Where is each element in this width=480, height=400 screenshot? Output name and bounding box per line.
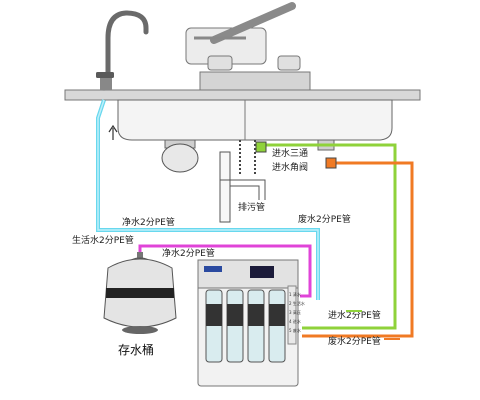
pure-water-pipe-top-label: 净水2分PE管 bbox=[122, 216, 175, 228]
sink-icon bbox=[64, 89, 421, 141]
up-arrow-icon bbox=[108, 124, 118, 140]
storage-tank-label: 存水桶 bbox=[118, 342, 154, 357]
inlet-tee-valve bbox=[255, 141, 267, 153]
inlet-water-pipe-label: 进水2分PE管 bbox=[328, 309, 381, 321]
ro-purifier-icon bbox=[197, 259, 299, 387]
pure-water-pipe-mid-label: 净水2分PE管 bbox=[162, 247, 215, 259]
inlet-tee-label: 进水三通 bbox=[272, 147, 308, 159]
storage-tank-icon bbox=[103, 252, 177, 334]
port-label: 2 生活水 bbox=[289, 300, 305, 306]
waste-water-pipe-bottom-label: 废水2分PE管 bbox=[328, 335, 381, 347]
port-label: 3 高压 bbox=[289, 309, 301, 315]
waste-water-pipe-top-label: 废水2分PE管 bbox=[298, 213, 351, 225]
domestic-water-pipe-label: 生活水2分PE管 bbox=[72, 234, 134, 246]
drain-assembly bbox=[161, 139, 335, 223]
domestic-water-pipe bbox=[138, 244, 312, 298]
pure-water-pipe bbox=[96, 99, 320, 300]
port-label: 5 废水 bbox=[289, 327, 301, 333]
kitchen-faucet-icon bbox=[185, 2, 311, 91]
pure-water-faucet-icon bbox=[96, 10, 149, 91]
port-label: 1 清水 bbox=[289, 291, 301, 297]
port-label: 4 进水 bbox=[289, 318, 301, 324]
inlet-angle-valve-label: 进水角阀 bbox=[272, 161, 308, 173]
drain-pipe-label: 排污管 bbox=[238, 201, 265, 213]
drain-clamp bbox=[325, 157, 337, 169]
waste-water-pipe bbox=[302, 161, 414, 338]
